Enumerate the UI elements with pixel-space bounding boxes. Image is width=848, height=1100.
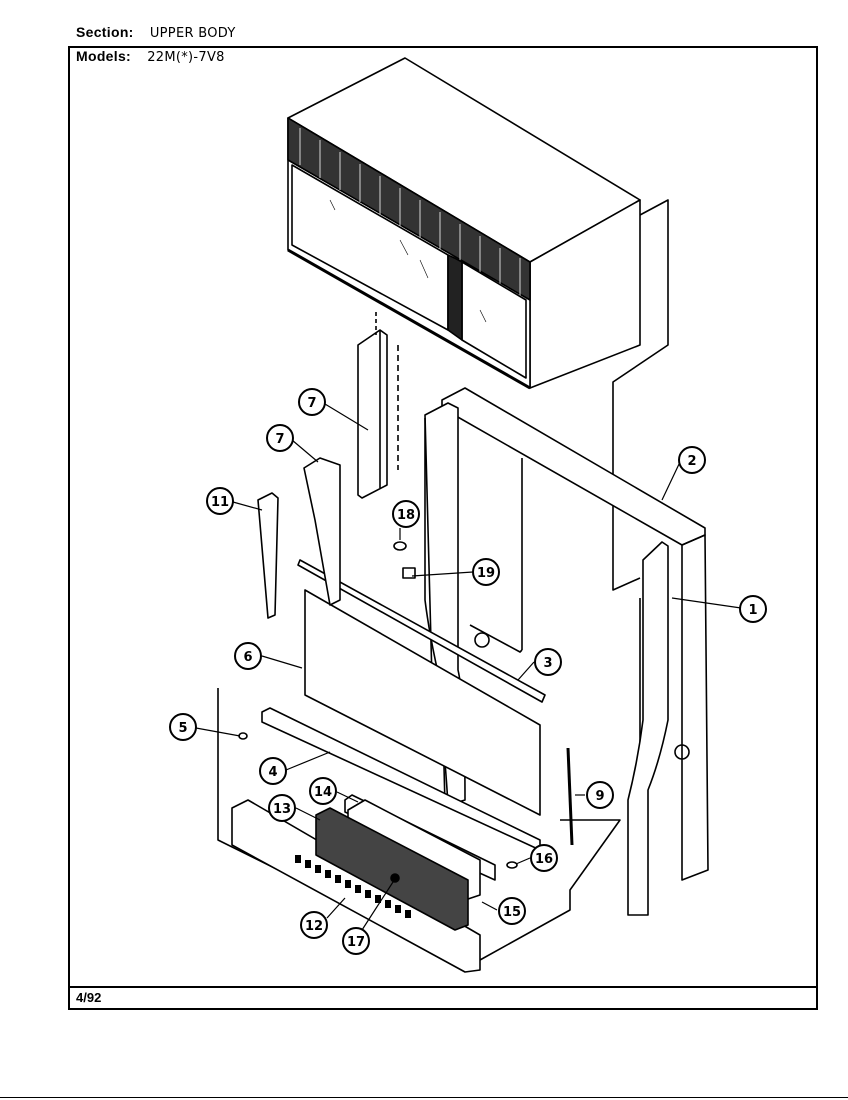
section-value: UPPER BODY bbox=[149, 26, 236, 41]
callout-19: 19 bbox=[472, 558, 500, 586]
callout-14: 14 bbox=[309, 777, 337, 805]
footer-divider bbox=[68, 986, 818, 988]
models-heading: Models: 22M(*)-7V8 bbox=[76, 48, 225, 65]
svg-text:11: 11 bbox=[211, 495, 229, 510]
svg-text:2: 2 bbox=[687, 454, 696, 469]
part-16-screw bbox=[506, 861, 518, 869]
callout-17: 17 bbox=[342, 927, 370, 955]
part-9-rod bbox=[566, 747, 574, 846]
svg-text:16: 16 bbox=[535, 852, 553, 867]
svg-text:12: 12 bbox=[305, 919, 323, 934]
callout-11: 11 bbox=[206, 487, 234, 515]
callout-4: 4 bbox=[259, 757, 287, 785]
diagram-frame bbox=[68, 46, 818, 1010]
part-6-panel bbox=[304, 589, 541, 816]
ac-unit bbox=[287, 57, 641, 390]
svg-text:18: 18 bbox=[397, 508, 415, 523]
callout-7: 7 bbox=[266, 424, 294, 452]
part-8-bracket bbox=[357, 312, 399, 499]
svg-text:9: 9 bbox=[595, 789, 604, 804]
part-5-screw bbox=[238, 732, 248, 740]
part-11-bracket bbox=[257, 492, 279, 619]
part-13-grille bbox=[315, 807, 469, 931]
callout-18: 18 bbox=[392, 500, 420, 528]
part-18-clip bbox=[393, 541, 407, 551]
section-label: Section: bbox=[76, 24, 134, 40]
part-1-side-rail bbox=[474, 541, 690, 916]
svg-text:7: 7 bbox=[307, 396, 316, 411]
svg-text:19: 19 bbox=[477, 566, 495, 581]
callout-15: 15 bbox=[498, 897, 526, 925]
svg-text:7: 7 bbox=[275, 432, 284, 447]
part-10-clip bbox=[402, 567, 416, 579]
callout-3: 3 bbox=[534, 648, 562, 676]
svg-text:13: 13 bbox=[273, 802, 291, 817]
callout-2: 2 bbox=[678, 446, 706, 474]
svg-text:6: 6 bbox=[243, 650, 252, 665]
date-code: 4/92 bbox=[76, 990, 102, 1005]
part-3-strip bbox=[297, 559, 546, 703]
section-heading: Section: UPPER BODY bbox=[76, 24, 236, 41]
callout-13: 13 bbox=[268, 794, 296, 822]
callouts: 7 7 11 2 1 18 19 3 6 5 4 9 14 13 16 15 1… bbox=[169, 388, 767, 955]
callout-1: 1 bbox=[739, 595, 767, 623]
svg-text:15: 15 bbox=[503, 905, 521, 920]
part-7-bracket bbox=[303, 457, 341, 606]
models-label: Models: bbox=[76, 48, 131, 64]
svg-text:14: 14 bbox=[314, 785, 332, 800]
part-17-screw bbox=[390, 873, 400, 883]
callout-8: 7 bbox=[298, 388, 326, 416]
svg-text:3: 3 bbox=[543, 656, 552, 671]
svg-text:5: 5 bbox=[178, 721, 187, 736]
callout-16: 16 bbox=[530, 844, 558, 872]
callout-5: 5 bbox=[169, 713, 197, 741]
svg-text:17: 17 bbox=[347, 935, 365, 950]
part-12-base bbox=[231, 799, 481, 973]
svg-text:4: 4 bbox=[268, 765, 277, 780]
callout-6: 6 bbox=[234, 642, 262, 670]
models-value: 22M(*)-7V8 bbox=[147, 50, 225, 65]
callout-12: 12 bbox=[300, 911, 328, 939]
page-bottom-rule bbox=[0, 1097, 848, 1098]
callout-9: 9 bbox=[586, 781, 614, 809]
svg-text:1: 1 bbox=[748, 603, 757, 618]
